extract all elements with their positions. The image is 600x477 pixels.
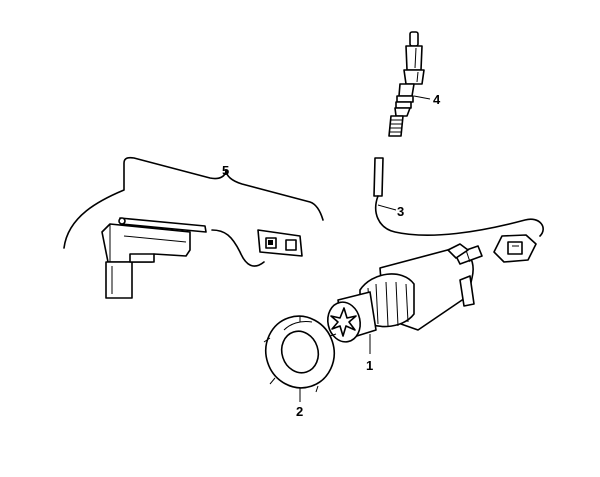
part-4-electrode [388,31,425,137]
part-label-4: 4 [433,92,441,107]
part-label-3: 3 [397,204,404,219]
part-2-clamp-ring [263,315,337,393]
part-label-2: 2 [296,404,303,419]
part-label-5: 5 [222,163,229,178]
leader-3 [377,204,397,211]
part-3-ignition-cable [373,157,544,263]
part-5-bracket-assembly [63,156,324,299]
part-1-burner [327,243,483,343]
leader-4 [413,95,431,100]
part-label-1: 1 [366,358,373,373]
